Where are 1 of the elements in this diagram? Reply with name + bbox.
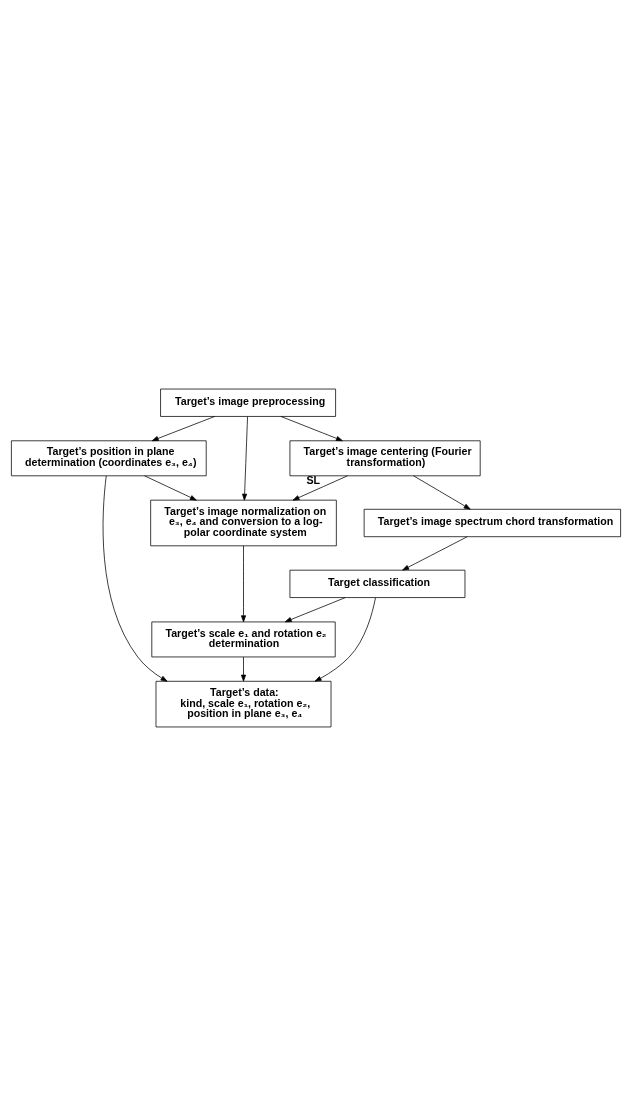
edge-label: SL <box>306 474 321 487</box>
